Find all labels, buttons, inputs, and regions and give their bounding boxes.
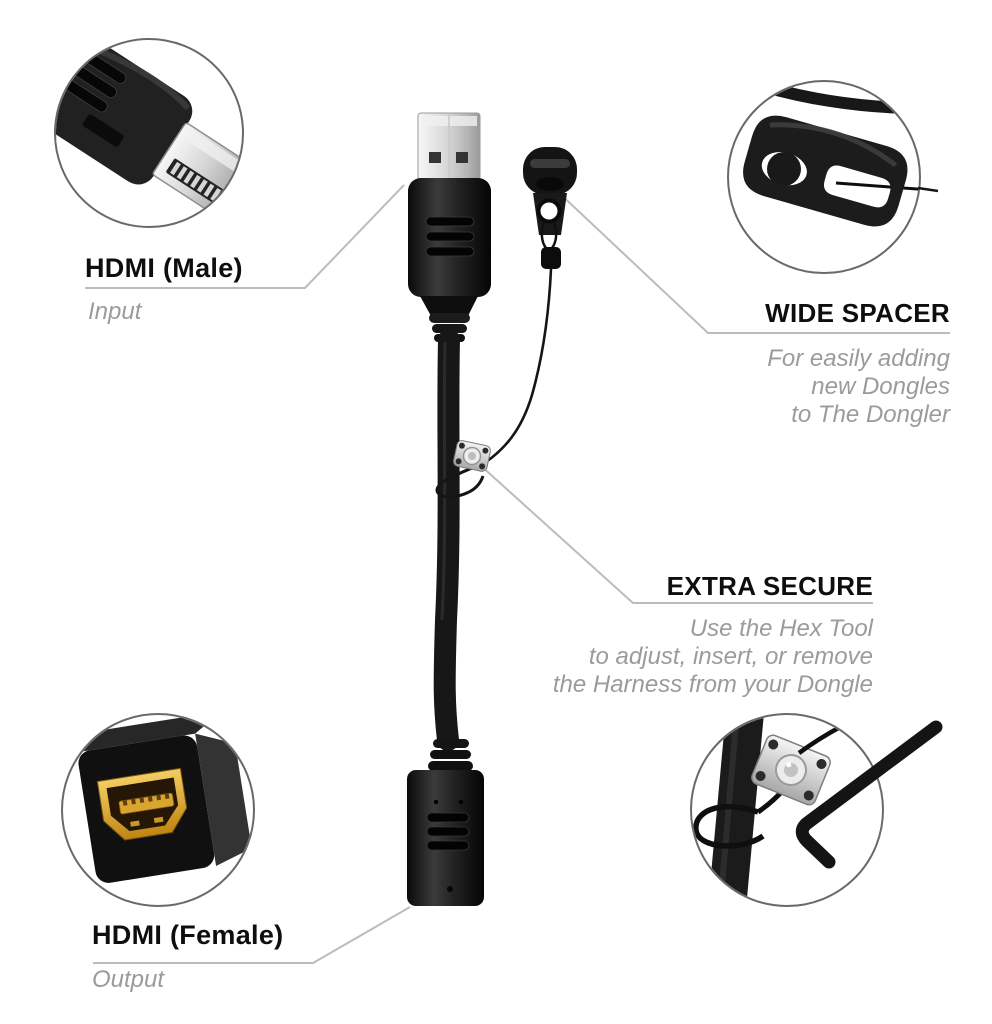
hdmi-male-inset-border [54, 38, 244, 228]
wide-spacer-inset-border [727, 80, 921, 274]
hex-tool [795, 720, 943, 869]
wide-spacer-line-2: new Dongles [811, 373, 950, 400]
hex-tool-inset-border [690, 713, 884, 907]
cable [433, 329, 460, 751]
wide-spacer-description: For easily adding new Dongles to The Don… [767, 345, 950, 429]
hdmi-female-inset-border [61, 713, 255, 907]
wire-clamp [453, 440, 491, 472]
leader-lines [85, 184, 950, 964]
hex-tool-inset [693, 715, 844, 905]
extra-secure-line-3: the Harness from your Dongle [552, 671, 873, 698]
hdmi-male-connector [408, 112, 491, 342]
leader-extra-secure [479, 464, 873, 604]
extra-secure-line-2: to adjust, insert, or remove [588, 643, 873, 670]
hdmi-male-inset [56, 40, 242, 219]
extra-secure-description: Use the Hex Tool to adjust, insert, or r… [553, 615, 873, 699]
wide-spacer-part [523, 147, 577, 269]
extra-secure-line-1: Use the Hex Tool [689, 615, 873, 642]
wide-spacer-line-3: to The Dongler [791, 401, 950, 428]
harness-clamp [751, 734, 831, 806]
leader-hdmi-male [85, 184, 405, 289]
hdmi-female-inset [76, 715, 252, 883]
hdmi-female-subtitle: Output [92, 966, 165, 993]
extra-secure-title: EXTRA SECURE [666, 571, 873, 601]
wide-spacer-line-1: For easily adding [767, 345, 950, 372]
hdmi-male-title: HDMI (Male) [85, 253, 243, 283]
product-cable-photo [407, 112, 577, 906]
wide-spacer-title: WIDE SPACER [765, 298, 950, 328]
hdmi-female-connector [407, 739, 484, 906]
security-wire [435, 268, 553, 499]
leader-hdmi-female [93, 906, 411, 964]
hdmi-female-title: HDMI (Female) [92, 920, 284, 950]
hdmi-male-subtitle: Input [88, 298, 142, 325]
leader-wide-spacer [555, 189, 950, 334]
